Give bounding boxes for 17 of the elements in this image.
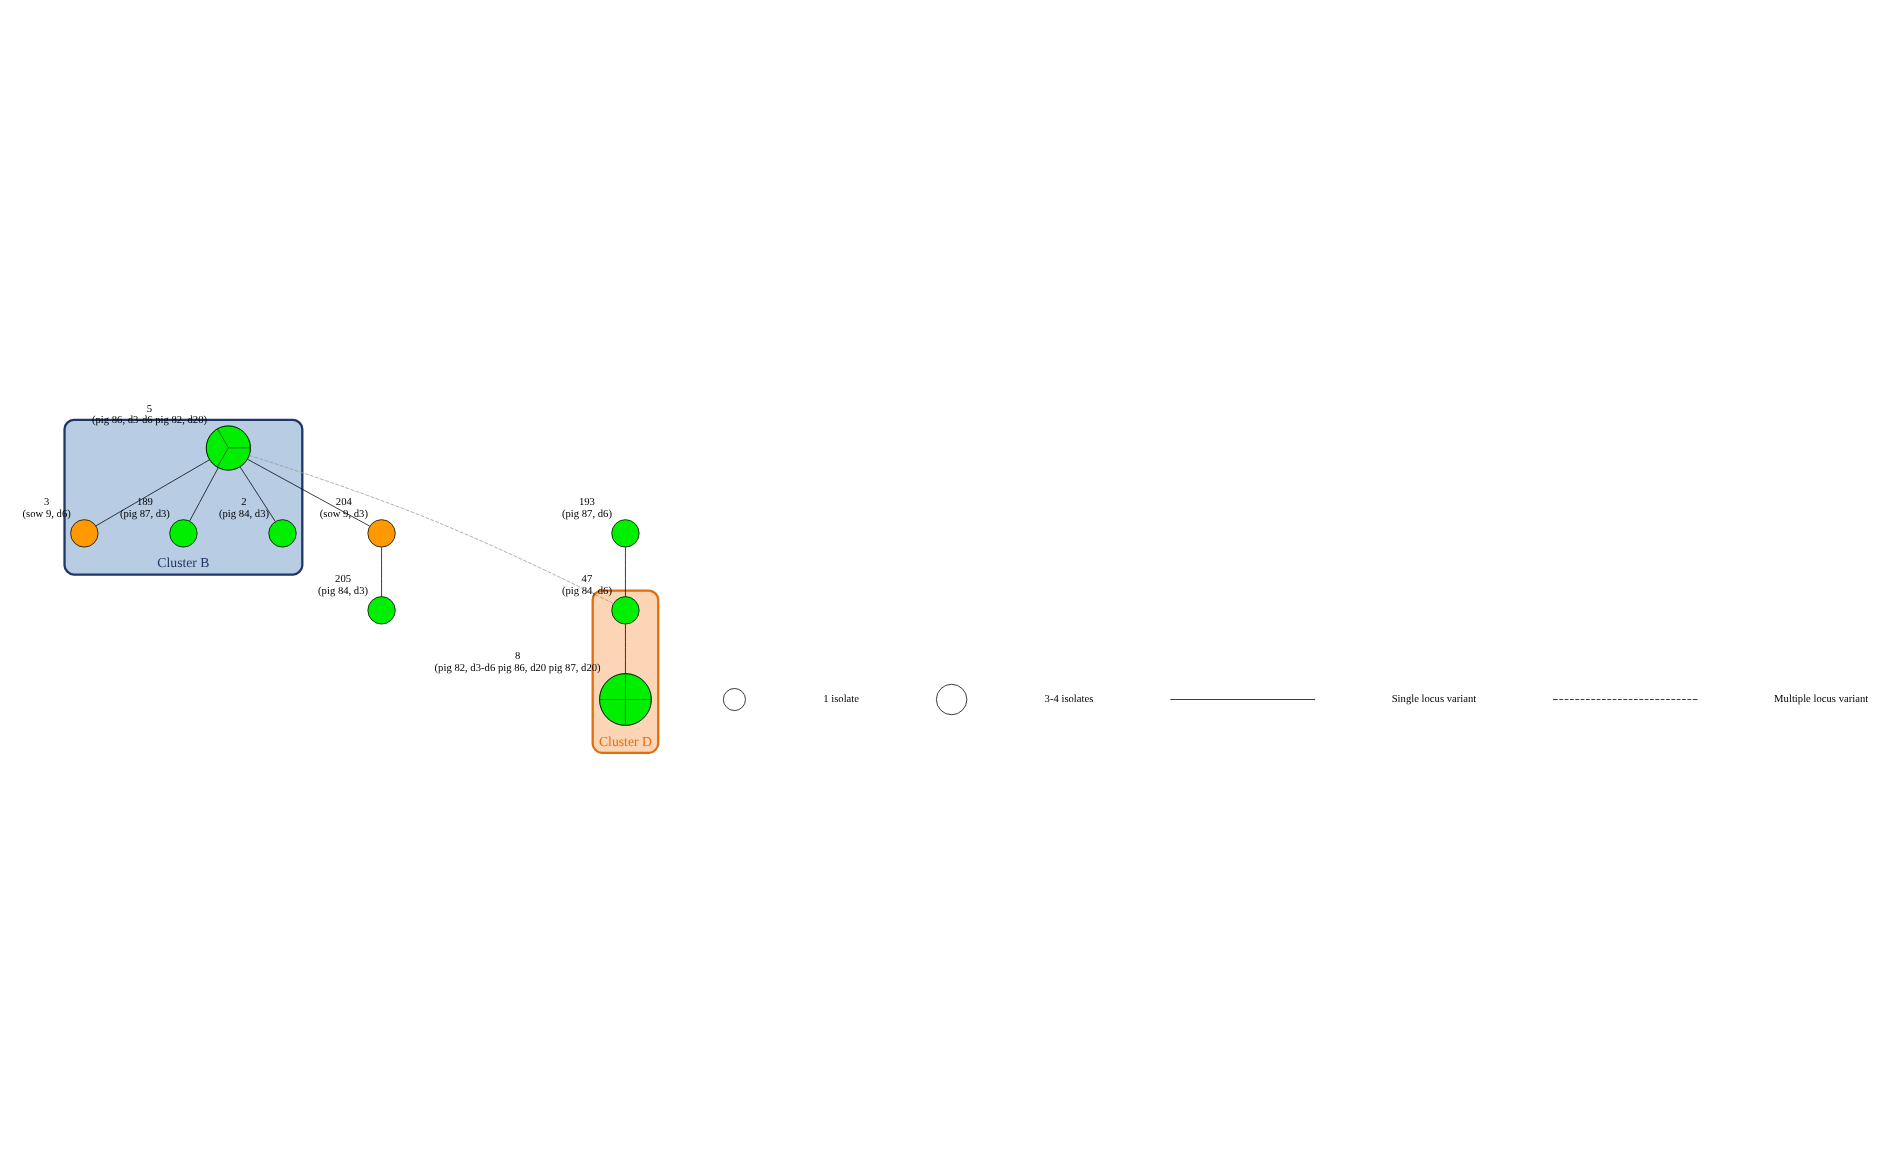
connector (247, 455, 613, 604)
node-circle (168, 519, 197, 548)
connector (188, 467, 218, 522)
node-circle (366, 596, 395, 625)
node-circle (935, 683, 967, 716)
connector (238, 466, 275, 522)
connector (380, 546, 381, 597)
node-circle (69, 519, 98, 548)
connector (624, 546, 625, 597)
node-circle (267, 519, 296, 548)
node-circle (610, 519, 639, 548)
node-circle (722, 688, 745, 711)
node-circle (610, 596, 639, 625)
node-circle (366, 519, 395, 548)
connector (94, 459, 209, 527)
connector (624, 624, 625, 674)
connector (246, 458, 370, 527)
